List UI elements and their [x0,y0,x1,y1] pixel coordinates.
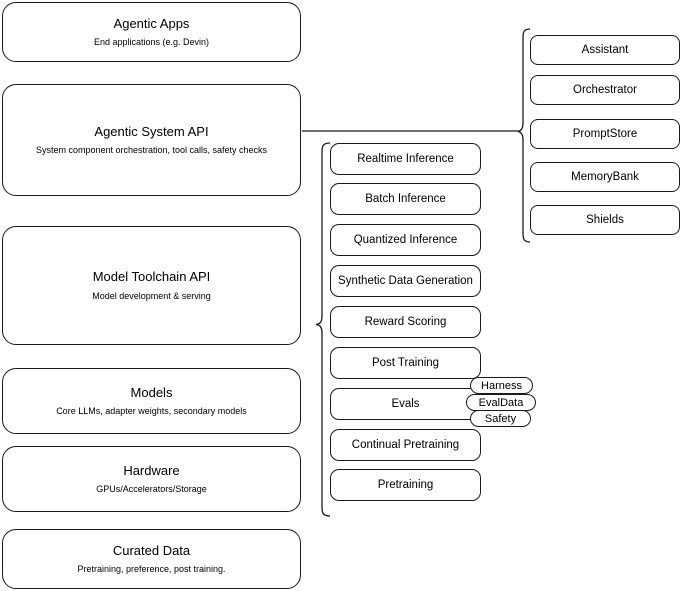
layer-subtitle: End applications (e.g. Devin) [93,37,210,47]
toolchain-item-label: Batch Inference [365,192,446,205]
evals-pill-label: EvalData [478,396,524,409]
toolchain-item-label: Evals [391,397,420,410]
system-component-label: MemoryBank [571,170,639,183]
toolchain-item-label: Quantized Inference [353,233,458,246]
toolchain-item-synthetic-data-generation[interactable]: Synthetic Data Generation [330,265,481,297]
system-component-label: PromptStore [572,127,638,140]
toolchain-item-quantized-inference[interactable]: Quantized Inference [330,224,481,256]
brace-toolchain-components [315,142,331,517]
system-component-memorybank[interactable]: MemoryBank [530,162,680,192]
toolchain-item-label: Post Training [371,356,440,369]
toolchain-item-label: Pretraining [377,478,434,491]
layer-subtitle: GPUs/Accelerators/Storage [96,484,207,494]
layer-model-toolchain-api[interactable]: Model Toolchain API Model development & … [2,226,301,345]
toolchain-item-continual-pretraining[interactable]: Continual Pretraining [330,429,481,461]
system-component-assistant[interactable]: Assistant [530,35,680,65]
toolchain-item-label: Synthetic Data Generation [338,274,473,287]
layer-agentic-apps[interactable]: Agentic Apps End applications (e.g. Devi… [2,2,301,62]
layer-subtitle: System component orchestration, tool cal… [35,145,268,155]
evals-pill-label: Harness [481,379,522,392]
brace-system-components [517,28,531,243]
evals-pill-evaldata[interactable]: EvalData [466,394,536,411]
evals-pill-safety[interactable]: Safety [470,410,531,427]
system-component-label: Assistant [581,43,629,56]
system-component-orchestrator[interactable]: Orchestrator [530,75,680,105]
toolchain-item-batch-inference[interactable]: Batch Inference [330,183,481,215]
toolchain-item-pretraining[interactable]: Pretraining [330,469,481,501]
layer-subtitle: Core LLMs, adapter weights, secondary mo… [56,406,247,416]
layer-title: Models [130,384,173,400]
layer-curated-data[interactable]: Curated Data Pretraining, preference, po… [2,529,301,589]
toolchain-item-reward-scoring[interactable]: Reward Scoring [330,306,481,338]
toolchain-item-label: Continual Pretraining [351,438,460,451]
toolchain-item-post-training[interactable]: Post Training [330,347,481,379]
layer-subtitle: Pretraining, preference, post training. [77,564,226,574]
layer-subtitle: Model development & serving [92,290,211,301]
layer-hardware[interactable]: Hardware GPUs/Accelerators/Storage [2,446,301,512]
layer-title: Agentic Apps [113,15,190,31]
system-component-label: Orchestrator [573,83,637,96]
layer-title: Agentic System API [94,123,209,139]
evals-pill-label: Safety [484,412,517,425]
toolchain-item-label: Realtime Inference [357,152,454,165]
toolchain-item-realtime-inference[interactable]: Realtime Inference [330,143,481,175]
system-component-promptstore[interactable]: PromptStore [530,119,680,149]
layer-title: Hardware [123,462,180,478]
toolchain-item-label: Reward Scoring [364,315,447,328]
layer-agentic-system-api[interactable]: Agentic System API System component orch… [2,84,301,196]
system-component-label: Shields [586,213,624,226]
system-component-shields[interactable]: Shields [530,205,680,235]
layer-title: Curated Data [112,542,191,558]
layer-title: Model Toolchain API [92,269,211,285]
toolchain-item-evals[interactable]: Evals [330,388,481,420]
layer-models[interactable]: Models Core LLMs, adapter weights, secon… [2,368,301,434]
evals-pill-harness[interactable]: Harness [470,377,533,394]
